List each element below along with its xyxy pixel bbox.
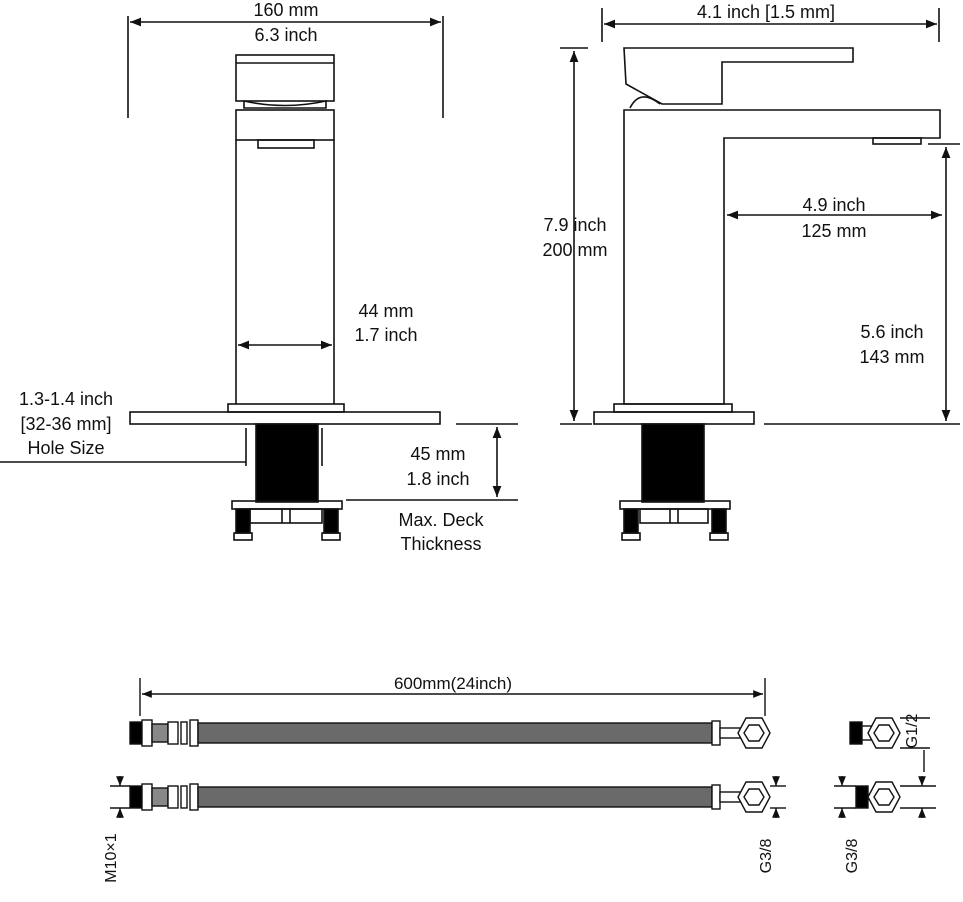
side-reach-inch: 4.9 inch — [802, 195, 865, 215]
hole-size-label: Hole Size — [27, 438, 104, 458]
g38-label-a: G3/8 — [758, 839, 775, 874]
front-aerator — [257, 139, 315, 149]
deck-inch: 1.8 inch — [406, 469, 469, 489]
side-base-collar — [613, 403, 733, 413]
side-lever-handle — [623, 47, 854, 105]
hose-1 — [129, 717, 771, 749]
front-handle-neck — [243, 100, 327, 109]
front-width-inch: 6.3 inch — [254, 25, 317, 45]
m10-label: M10×1 — [103, 833, 120, 882]
front-shank — [255, 423, 319, 503]
side-spout-height-inch: 5.6 inch — [860, 322, 923, 342]
deck-mm: 45 mm — [410, 444, 465, 464]
front-bolt-right — [323, 508, 339, 534]
hose-1-braid — [197, 722, 713, 744]
hose-1-nut — [737, 717, 771, 749]
hoses — [110, 678, 936, 818]
adapter-g12 — [849, 717, 930, 772]
adapter-g38 — [834, 776, 936, 818]
deck-label-line2: Thickness — [400, 534, 481, 554]
side-deck-plate — [593, 411, 755, 425]
front-handle — [235, 54, 335, 102]
g38-label-b: G3/8 — [844, 839, 861, 874]
front-view-labels: 160 mm 6.3 inch 44 mm 1.7 inch 1.3-1.4 i… — [19, 0, 485, 554]
hose-length-label: 600mm(24inch) — [394, 674, 512, 693]
front-base-collar — [227, 403, 345, 413]
g12-label: G1/2 — [904, 714, 921, 749]
front-bolt-left — [235, 508, 251, 534]
front-body-top — [235, 109, 335, 141]
side-height-inch: 7.9 inch — [543, 215, 606, 235]
deck-label-line1: Max. Deck — [398, 510, 484, 530]
hose-2-braid — [197, 786, 713, 808]
front-body-width-mm: 44 mm — [358, 301, 413, 321]
side-depth-label: 4.1 inch [1.5 mm] — [697, 2, 835, 22]
hole-size-mm: [32-36 mm] — [20, 414, 111, 434]
hose-2 — [110, 776, 786, 818]
side-height-mm: 200 mm — [542, 240, 607, 260]
front-view — [0, 16, 518, 541]
hose-2-nut — [737, 781, 771, 813]
side-view-labels: 4.1 inch [1.5 mm] 7.9 inch 200 mm 4.9 in… — [542, 2, 924, 367]
side-view — [560, 8, 960, 541]
side-spout-height-mm: 143 mm — [859, 347, 924, 367]
front-body-width-inch: 1.7 inch — [354, 325, 417, 345]
side-shank — [641, 423, 705, 503]
hose-labels: 600mm(24inch) M10×1 G3/8 G1/2 G3/8 — [103, 674, 921, 883]
front-width-mm: 160 mm — [253, 0, 318, 20]
hole-size-range: 1.3-1.4 inch — [19, 389, 113, 409]
side-reach-mm: 125 mm — [801, 221, 866, 241]
front-deck-plate — [129, 411, 441, 425]
side-aerator — [872, 137, 922, 145]
